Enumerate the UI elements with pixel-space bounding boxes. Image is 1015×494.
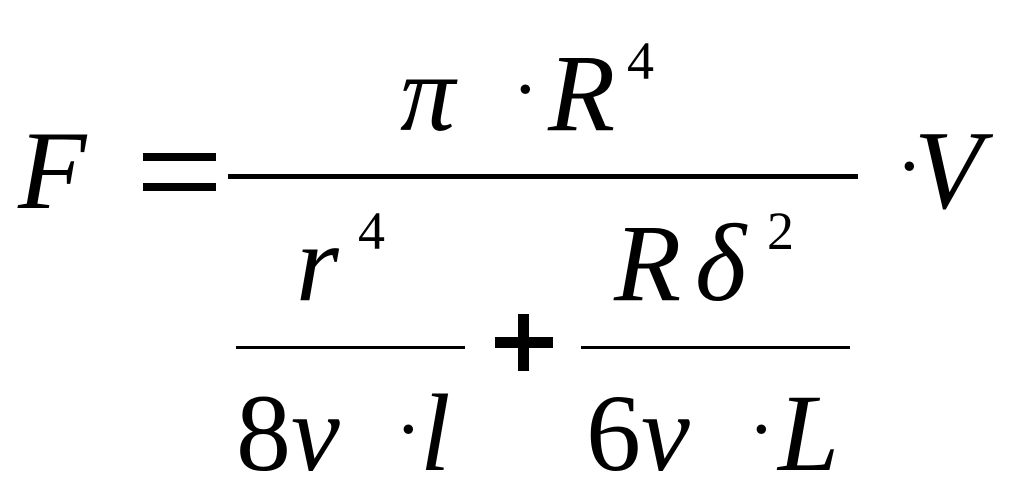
term2-denominator-dot: ·	[748, 386, 775, 474]
numerator-pi: π	[400, 32, 456, 154]
term2-numerator-R: R	[614, 202, 682, 324]
main-fraction-bar	[228, 174, 858, 179]
times-dot: ·	[896, 123, 923, 211]
term1-denominator-dot: ·	[395, 386, 422, 474]
term1-numerator-exponent: 4	[358, 201, 385, 261]
numerator-dot: ·	[512, 46, 539, 134]
term1-numerator-r: r	[296, 202, 339, 324]
numerator-exponent: 4	[627, 31, 654, 91]
term2-denominator-L: L	[778, 372, 840, 494]
term1-fraction-bar	[236, 346, 465, 349]
equals-bar-bottom	[143, 183, 216, 191]
rhs-symbol-V: V	[914, 109, 983, 233]
term2-numerator-delta: δ	[695, 202, 747, 324]
term1-denominator-l: l	[420, 372, 451, 494]
term1-denominator-nu: ν	[291, 372, 340, 494]
lhs-symbol-F: F	[18, 109, 87, 233]
term2-numerator-exponent: 2	[767, 201, 794, 261]
term2-fraction-bar	[581, 346, 850, 349]
equals-bar-top	[143, 153, 216, 161]
numerator-R: R	[548, 32, 616, 154]
term2-denominator-coef: 6	[586, 372, 641, 494]
plus-vertical	[518, 314, 529, 371]
term2-denominator-nu: ν	[641, 372, 690, 494]
term1-denominator-coef: 8	[236, 372, 291, 494]
